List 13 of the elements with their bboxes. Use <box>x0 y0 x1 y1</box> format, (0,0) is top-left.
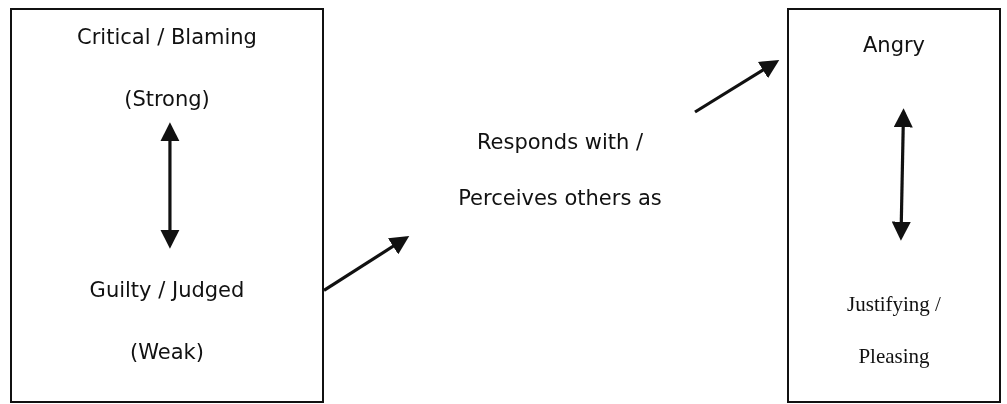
label-text: Angry <box>862 32 926 59</box>
arrow <box>323 235 410 292</box>
card-frame <box>10 8 324 403</box>
label-text: (Strong) <box>124 86 210 113</box>
label-text: (Weak) <box>130 339 204 366</box>
label-text: Responds with / Perceives others as <box>457 129 663 212</box>
card-frame <box>787 8 1001 403</box>
double-arrow <box>891 108 913 241</box>
label-text: Justifying / Pleasing <box>846 291 942 370</box>
arrow <box>694 60 780 114</box>
label-text: Critical / Blaming <box>77 24 257 51</box>
double-arrow <box>160 122 180 249</box>
label-text: Guilty / Judged <box>89 277 245 304</box>
